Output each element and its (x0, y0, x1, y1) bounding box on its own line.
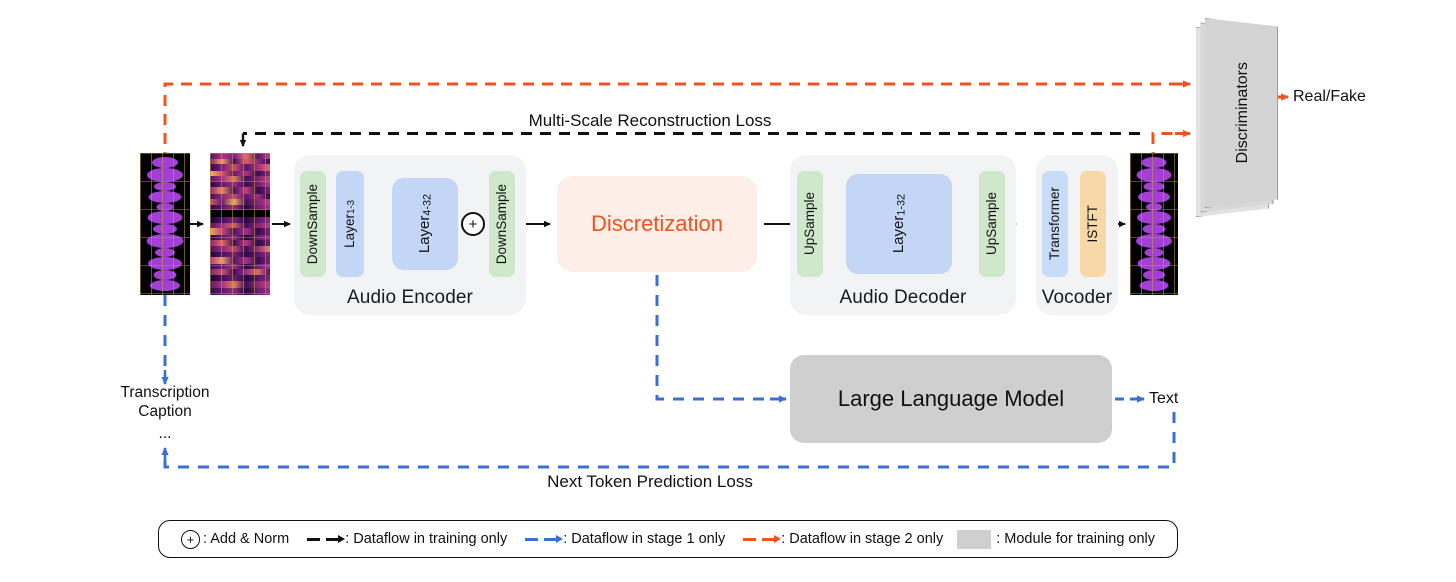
vocoder-transformer-label: Transformer (1047, 187, 1063, 261)
legend-add-norm-text: : Add & Norm (202, 531, 290, 547)
encoder-layer-1-3-label: Layer1-3 (342, 200, 358, 248)
discretization-block[interactable]: Discretization (557, 176, 757, 272)
legend-dataflow-training-text: : Dataflow in training only (345, 531, 508, 547)
audio-decoder-label: Audio Decoder (839, 287, 967, 308)
llm-text-output-label: Text (1149, 390, 1179, 407)
text-target-caption: Caption (138, 403, 192, 420)
legend-item-dataflow-stage-1: : Dataflow in stage 1 only (514, 531, 732, 547)
legend-module-training-only-text: : Module for training only (996, 531, 1156, 547)
vocoder-label: Vocoder (1041, 287, 1113, 308)
stage1-tokens-to-llm-path (655, 275, 777, 401)
encoder-layer-4-32-label: Layer4-32 (415, 194, 434, 254)
legend-item-dataflow-stage-2: : Dataflow in stage 2 only (732, 531, 950, 547)
encoder-add-norm-node: + (461, 212, 485, 236)
text-target-transcription: Transcription (120, 384, 210, 401)
text-target-ellipsis: ... (158, 425, 172, 442)
input-waveform (140, 153, 190, 295)
legend-box: + : Add & Norm : Dataflow in training on… (158, 520, 1178, 558)
vocoder-istft-label: ISTFT (1085, 205, 1101, 243)
dashed-arrow-blue-icon (525, 537, 557, 541)
legend-item-module-training-only: : Module for training only (950, 529, 1162, 549)
legend-dataflow-stage-2-text: : Dataflow in stage 2 only (781, 531, 944, 547)
encoder-layer-4-32-block[interactable]: Layer4-32 (392, 178, 458, 270)
dashed-arrow-orange-icon (743, 537, 775, 541)
encoder-downsample-out-label: DownSample (494, 183, 510, 265)
discretization-label: Discretization (590, 211, 724, 236)
decoder-upsample-out-block[interactable]: UpSample (979, 171, 1005, 277)
decoder-upsample-out-label: UpSample (984, 192, 1000, 256)
encoder-downsample-in-label: DownSample (305, 183, 321, 265)
decoder-layer-1-32-subscript: 1-32 (895, 194, 908, 217)
encoder-layer-4-32-subscript: 4-32 (421, 194, 434, 217)
encoder-layer-1-3-subscript: 1-3 (346, 200, 358, 215)
decoder-layer-1-32-label: Layer1-32 (889, 194, 908, 254)
discriminators-label: Discriminators (1234, 62, 1251, 164)
discriminators-label-wrap: Discriminators (1196, 18, 1278, 208)
audio-encoder-label: Audio Encoder (347, 287, 473, 308)
discriminator-plate-front (1205, 18, 1278, 208)
encoder-downsample-in-block[interactable]: DownSample (300, 171, 326, 277)
real-fake-label: Real/Fake (1293, 88, 1366, 105)
encoder-layer-1-3-block[interactable]: Layer1-3 (336, 171, 364, 277)
legend-item-dataflow-training: : Dataflow in training only (296, 531, 514, 547)
discriminators-block[interactable]: Discriminators (1196, 18, 1278, 217)
large-language-model-block[interactable]: Large Language Model (790, 355, 1112, 443)
legend-gray-swatch-icon (957, 529, 992, 549)
vocoder-transformer-block[interactable]: Transformer (1042, 171, 1068, 277)
next-token-loss-label: Next Token Prediction Loss (547, 472, 753, 491)
vocoder-istft-block[interactable]: ISTFT (1080, 171, 1106, 277)
spectrogram-grid (210, 153, 270, 295)
encoder-downsample-out-block[interactable]: DownSample (489, 171, 515, 277)
decoder-upsample-in-block[interactable]: UpSample (797, 171, 823, 277)
llm-label: Large Language Model (837, 386, 1065, 411)
waveform-grid (140, 153, 190, 295)
decoder-layer-1-32-block[interactable]: Layer1-32 (846, 174, 952, 274)
legend-item-add-norm: + : Add & Norm (174, 529, 296, 549)
output-waveform (1130, 153, 1178, 295)
reconstruction-loss-label: Multi-Scale Reconstruction Loss (528, 111, 772, 130)
input-mel-spectrogram (210, 153, 270, 295)
add-norm-plus-icon: + (468, 215, 478, 233)
dashed-arrow-black-icon (307, 537, 339, 541)
legend-add-norm-icon: + (180, 529, 200, 549)
legend-dataflow-stage-1-text: : Dataflow in stage 1 only (563, 531, 726, 547)
output-waveform-grid (1130, 153, 1178, 295)
decoder-upsample-in-label: UpSample (802, 192, 818, 256)
